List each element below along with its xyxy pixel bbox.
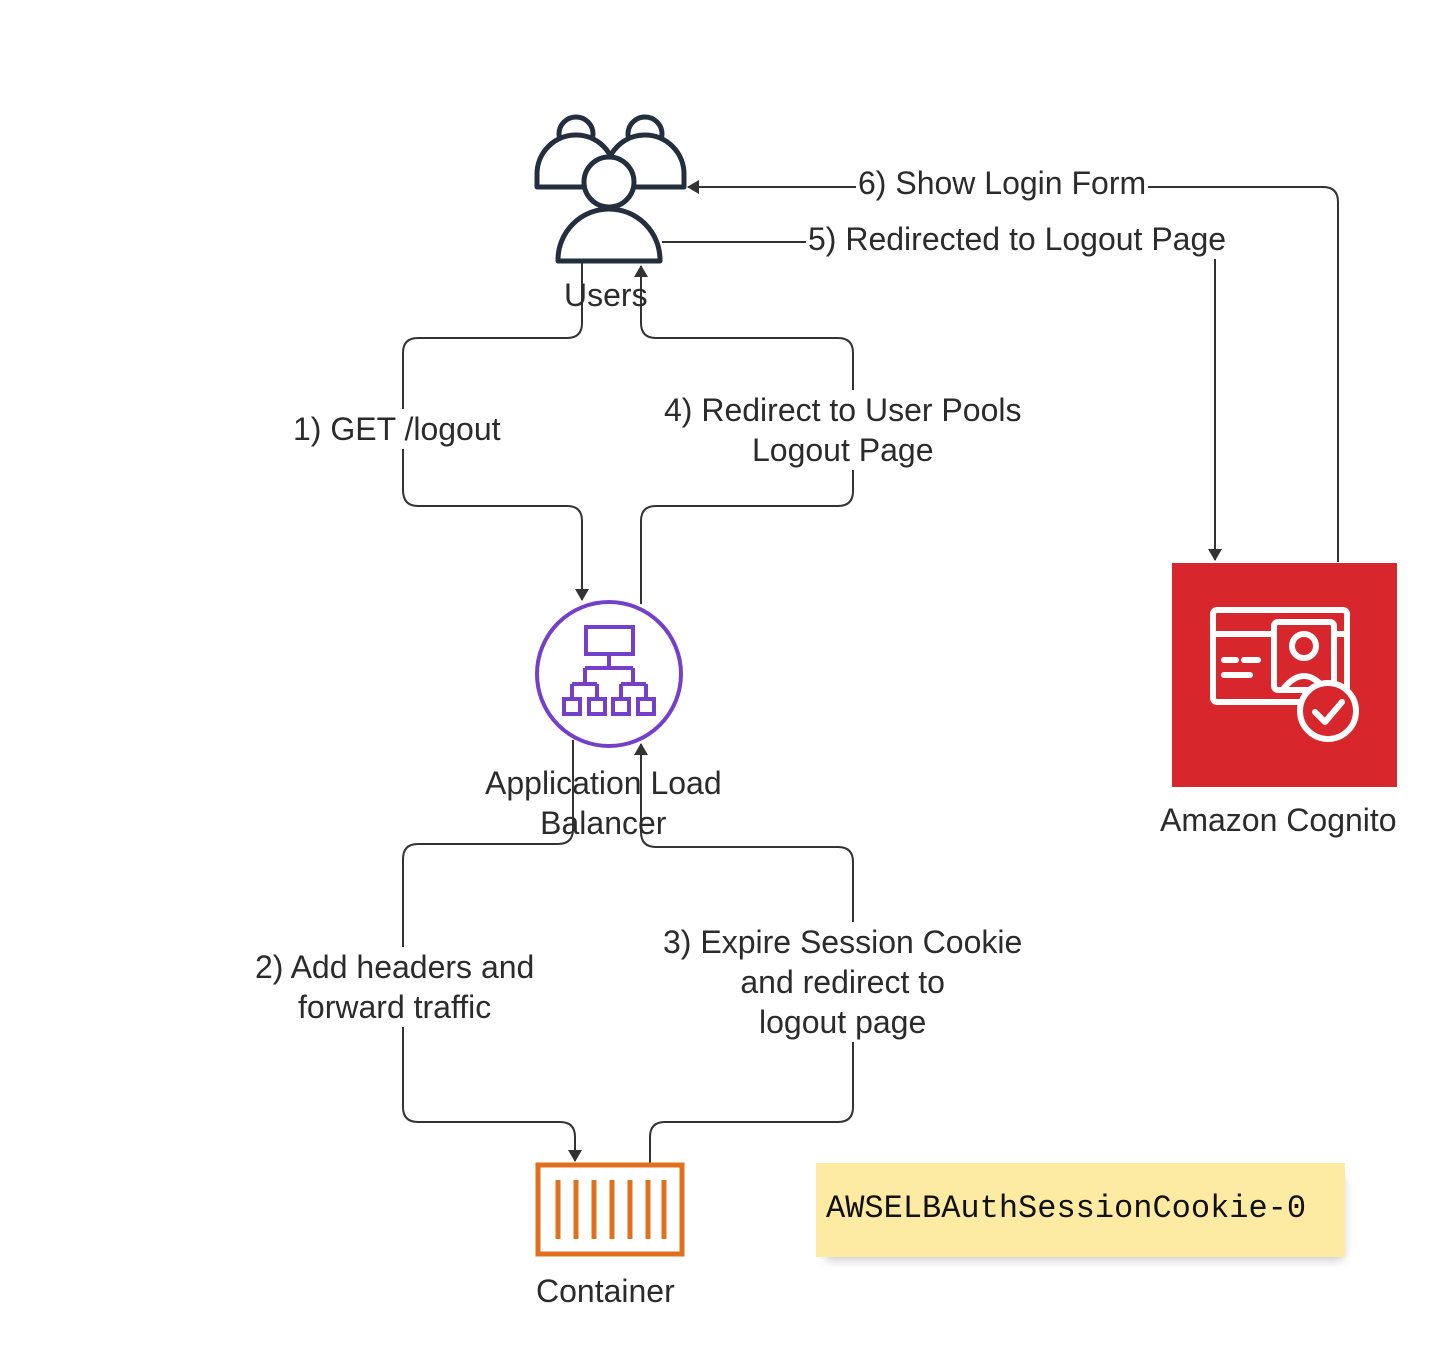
edge-step1-label: 1) GET /logout — [291, 409, 503, 449]
users-icon — [534, 114, 687, 264]
container-icon — [535, 1162, 685, 1257]
session-cookie-note: AWSELBAuthSessionCookie-0 — [816, 1163, 1345, 1257]
cognito-label: Amazon Cognito — [1160, 802, 1397, 838]
session-cookie-note-text: AWSELBAuthSessionCookie-0 — [826, 1190, 1307, 1227]
edge-step4-label: 4) Redirect to User Pools Logout Page — [662, 390, 1024, 470]
edge-step5-label: 5) Redirected to Logout Page — [806, 219, 1229, 259]
cognito-icon — [1172, 563, 1397, 787]
alb-label: Application Load Balancer — [485, 765, 722, 841]
container-label: Container — [536, 1273, 675, 1309]
users-label: Users — [564, 277, 648, 313]
edge-step2-label: 2) Add headers and forward traffic — [253, 947, 537, 1027]
edge-step3-label: 3) Expire Session Cookie and redirect to… — [661, 922, 1025, 1042]
edge-step6-line — [687, 180, 1339, 562]
edge-step6-label: 6) Show Login Form — [856, 163, 1149, 203]
load-balancer-icon — [535, 600, 683, 748]
